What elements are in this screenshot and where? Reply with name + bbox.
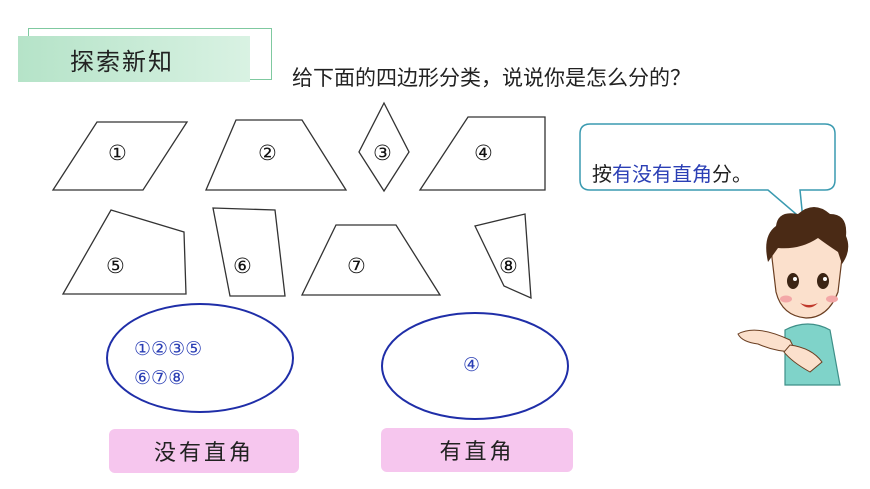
quadrilateral-1: [51, 121, 189, 191]
speech-bubble-text: 按有没有直角分。: [592, 158, 752, 187]
group-1-label: 没有直角: [109, 429, 299, 473]
question-text: 给下面的四边形分类，说说你是怎么分的？: [292, 66, 691, 90]
quadrilateral-2: [205, 119, 348, 191]
shape-label-8: ⑧: [499, 254, 518, 278]
boy-illustration: [737, 207, 849, 386]
shape-label-2: ②: [258, 141, 277, 165]
shape-label-6: ⑥: [233, 254, 252, 278]
quadrilateral-3: [358, 101, 410, 193]
shape-label-3: ③: [373, 141, 392, 165]
speech-bubble: [579, 123, 836, 222]
group-oval-no-right-angle: [106, 303, 294, 413]
banner: [18, 36, 250, 82]
quadrilateral-7: [300, 224, 442, 296]
bubble-prefix: 按: [592, 162, 612, 186]
group-oval-right-angle: [381, 312, 569, 420]
quadrilateral-8: [474, 213, 532, 300]
bubble-suffix: 分。: [712, 162, 752, 186]
quadrilateral-4: [418, 116, 546, 191]
shape-label-7: ⑦: [347, 254, 366, 278]
shape-label-4: ④: [474, 141, 493, 165]
quadrilateral-5: [61, 209, 187, 295]
banner-title: 探索新知: [70, 48, 174, 76]
group-2-line-1: ④: [463, 354, 481, 376]
shape-label-1: ①: [108, 141, 127, 165]
group-1-line-1: ①②③⑤: [134, 338, 203, 360]
group-1-line-2: ⑥⑦⑧: [134, 367, 186, 389]
bubble-highlight: 有没有直角: [612, 162, 712, 186]
quadrilateral-6: [212, 207, 286, 297]
group-2-label: 有直角: [381, 428, 573, 472]
shape-label-5: ⑤: [106, 254, 125, 278]
